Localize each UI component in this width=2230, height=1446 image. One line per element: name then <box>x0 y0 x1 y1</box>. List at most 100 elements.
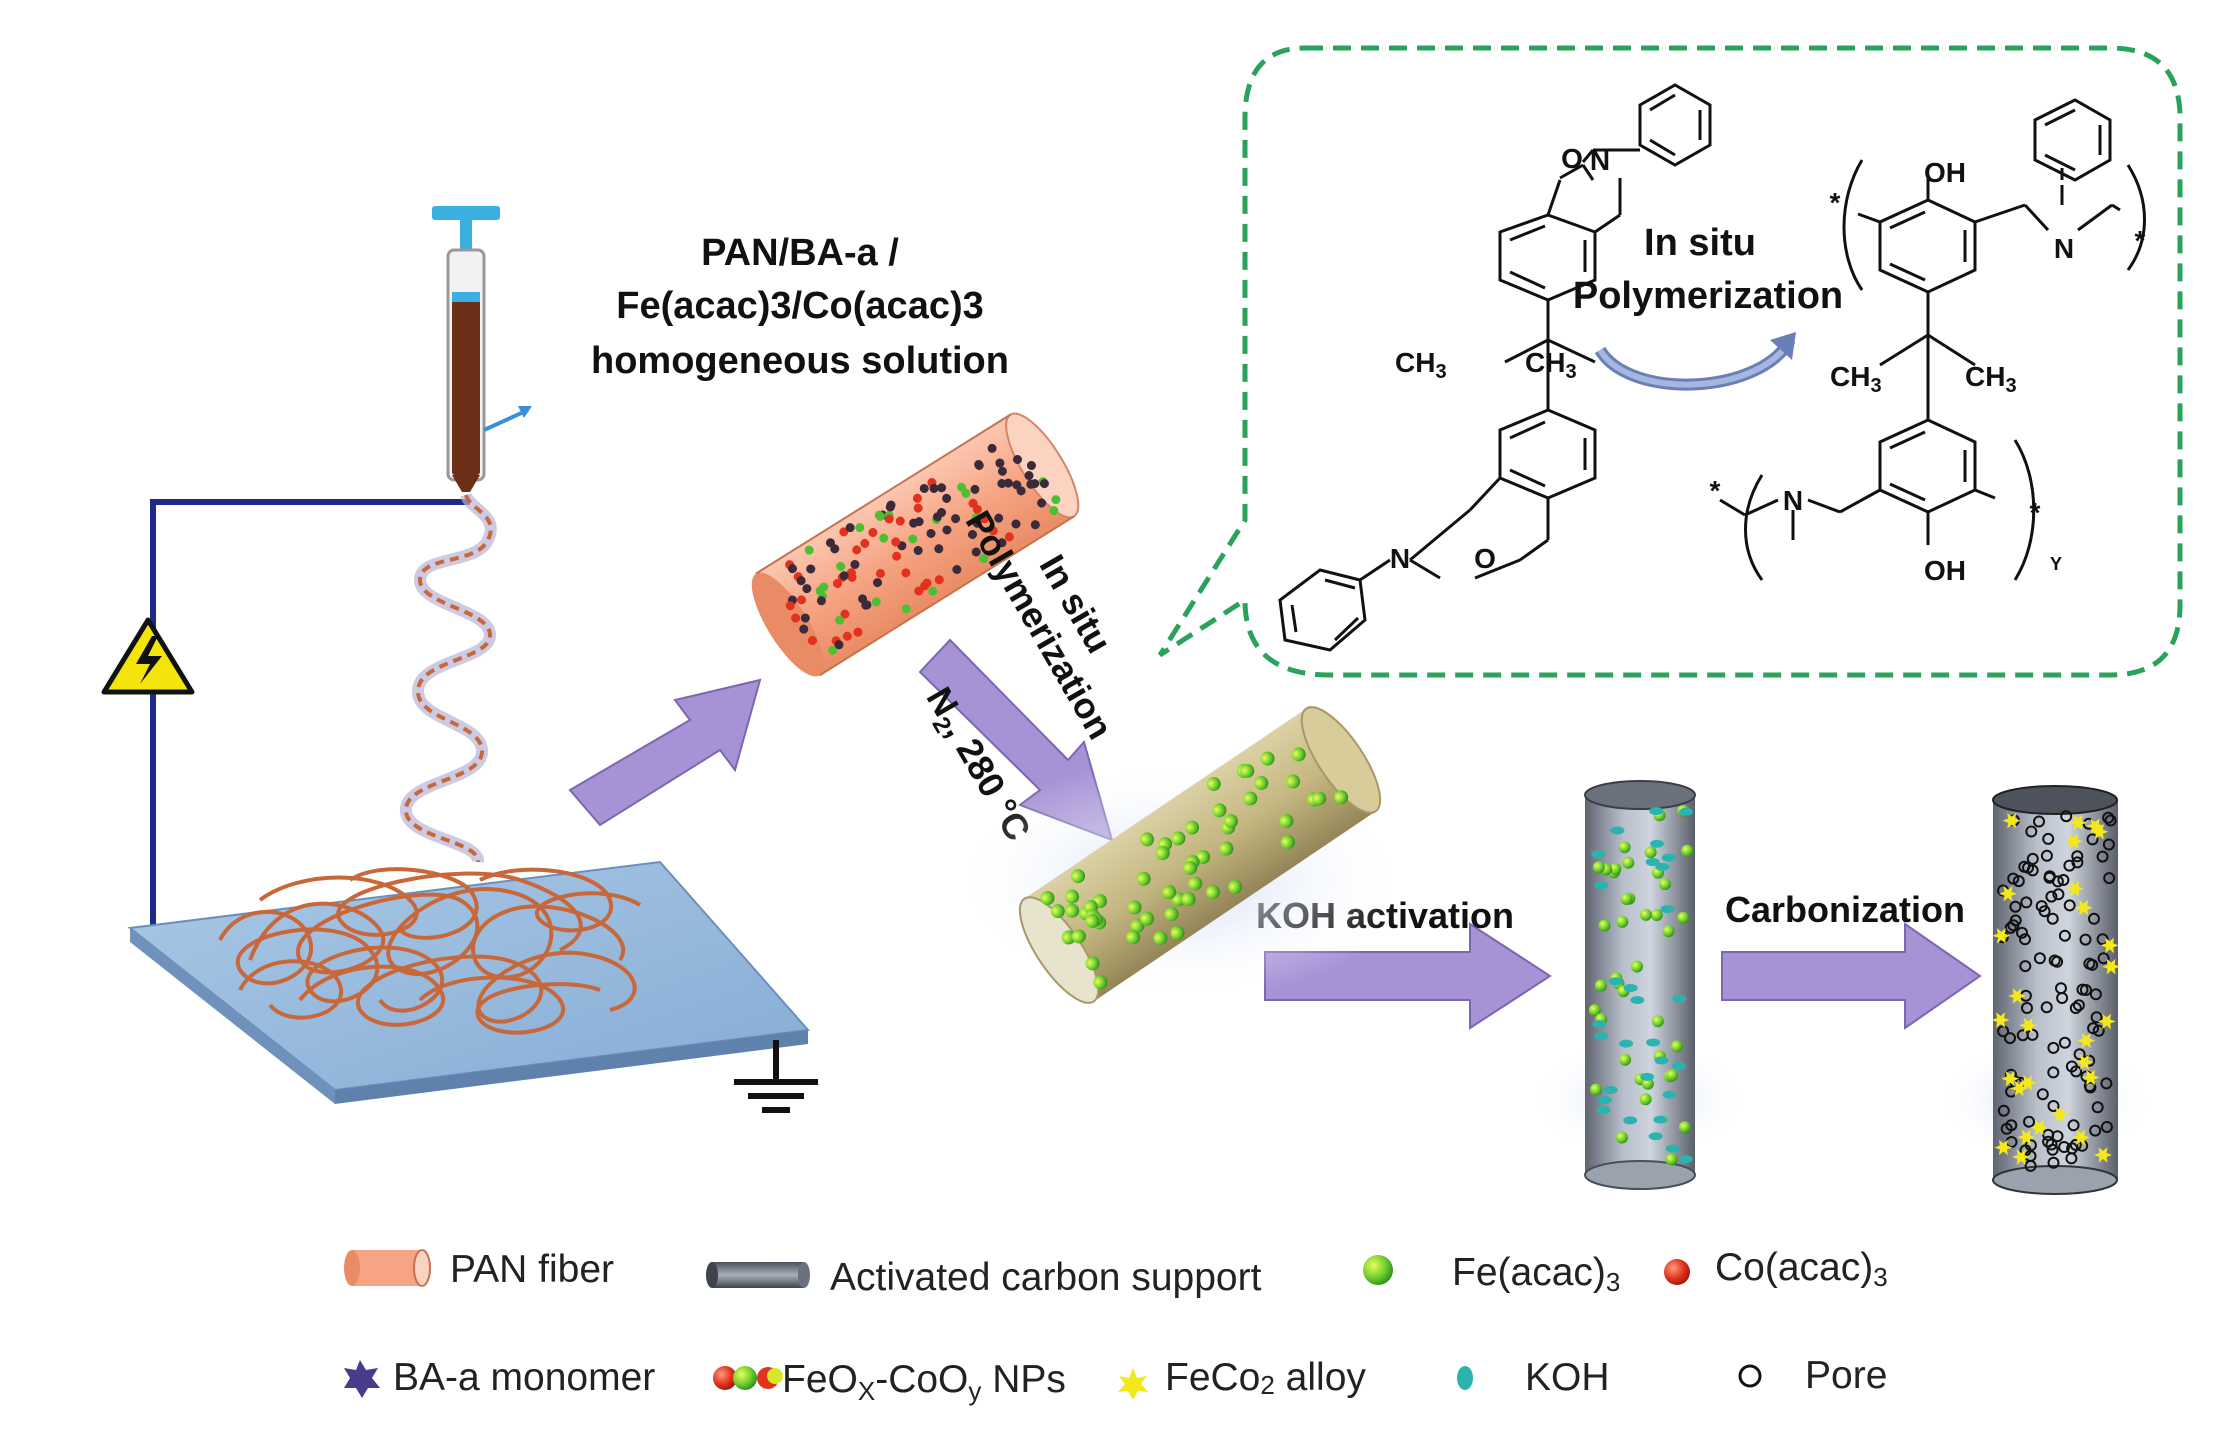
koh-particle <box>1665 1144 1680 1153</box>
polymerized-fiber-cylinder <box>1018 706 1382 1004</box>
fe-co-nanoparticle <box>1162 885 1177 900</box>
legend-pan-fiber-label: PAN fiber <box>450 1248 614 1291</box>
fe-co-nanoparticle <box>1312 791 1327 806</box>
fe-co-nanoparticle <box>1616 915 1629 928</box>
fe-co-nanoparticle <box>1619 1053 1632 1066</box>
fe-co-nanoparticle <box>1286 774 1301 789</box>
particle <box>797 595 807 605</box>
particle <box>951 514 961 524</box>
feco-alloy-particle <box>2001 1070 2020 1087</box>
star-bottom-left: * <box>1710 475 1721 506</box>
fe-co-nanoparticle <box>1183 860 1198 875</box>
legend-co-acac-label: Co(acac) <box>1715 1246 1873 1289</box>
svg-text:FeOX-CoOy NPs: FeOX-CoOy NPs <box>782 1358 1066 1406</box>
particle <box>920 581 930 591</box>
legend-ba-monomer-label: BA-a monomer <box>393 1356 655 1399</box>
feco-alloy-particle <box>2064 833 2083 850</box>
fe-co-nanoparticle <box>1670 1040 1683 1053</box>
fe-co-nanoparticle <box>1155 846 1170 861</box>
particle <box>830 544 840 554</box>
arrow-koh-activation <box>1264 922 1552 1030</box>
pore <box>2066 1142 2079 1155</box>
particle <box>997 479 1007 489</box>
particle <box>796 576 806 586</box>
feco-alloy-particle <box>2017 1129 2036 1146</box>
particle <box>961 488 971 498</box>
pore <box>2040 849 2053 862</box>
koh-particle <box>1661 853 1676 862</box>
fe-co-nanoparticle <box>1598 919 1611 932</box>
fe-co-nanoparticle <box>1171 831 1186 846</box>
pore <box>2058 1141 2071 1153</box>
koh-particle <box>1660 905 1675 914</box>
legend-pore-label: Pore <box>1805 1354 1887 1397</box>
feco-alloy-particle <box>2019 1017 2038 1034</box>
circuit-wire <box>150 499 470 930</box>
atom-o-top: O <box>1561 143 1583 174</box>
pore <box>2040 1001 2053 1014</box>
pore <box>2057 874 2070 886</box>
pore <box>2063 859 2076 872</box>
pore <box>2089 1124 2102 1137</box>
feco-alloy-particle <box>2094 1147 2112 1163</box>
ch3-right-b: CH <box>1965 361 2005 392</box>
legend-feco-alloy-label: FeCo <box>1165 1356 1260 1399</box>
particle <box>1051 495 1061 505</box>
polybenzoxazine-structure <box>1719 98 2146 581</box>
feco-alloy-particle <box>2065 880 2084 897</box>
fe-co-nanoparticle <box>1243 791 1258 806</box>
fe-co-nanoparticle <box>1681 844 1694 857</box>
pore <box>2052 888 2065 901</box>
pan-fiber-cylinder <box>751 412 1080 677</box>
fe-co-nanoparticle <box>1130 918 1145 933</box>
koh-particle <box>1646 1038 1661 1047</box>
particle <box>785 601 795 611</box>
particle <box>974 460 984 470</box>
particle <box>1026 479 1036 489</box>
fe-co-nanoparticle <box>1093 975 1108 990</box>
fe-co-nanoparticle <box>1618 841 1631 854</box>
particle <box>802 584 812 594</box>
pore <box>2079 933 2092 946</box>
fe-co-nanoparticle <box>1639 908 1652 921</box>
svg-text:CH3: CH3 <box>1525 347 1577 383</box>
pore <box>2004 921 2017 934</box>
particle <box>1037 498 1047 508</box>
pore <box>2060 810 2073 823</box>
koh-particle <box>1603 1086 1618 1094</box>
particle <box>804 545 814 555</box>
feco-alloy-particle <box>2012 1149 2031 1165</box>
pore <box>2089 988 2102 1001</box>
koh-particle <box>1653 1115 1668 1124</box>
pore <box>2045 1138 2058 1151</box>
particle <box>979 554 989 564</box>
pore <box>2058 1036 2071 1049</box>
inset-border <box>1157 45 2183 678</box>
koh-particle <box>1623 984 1638 992</box>
particle <box>816 596 826 606</box>
high-voltage-icon <box>101 617 195 695</box>
pore <box>2025 825 2038 838</box>
feco-alloy-particle <box>2100 937 2119 954</box>
pore <box>2022 861 2034 874</box>
fiber-mat <box>218 867 642 1035</box>
pore <box>2047 1156 2060 1169</box>
particle <box>846 568 856 578</box>
legend-activated-carbon-swatch <box>706 1262 810 1288</box>
particle <box>937 483 947 493</box>
fe-co-nanoparticle <box>1140 911 1155 926</box>
pore <box>2072 999 2085 1012</box>
particle <box>840 609 850 619</box>
pore <box>2100 1077 2113 1090</box>
pore <box>2048 954 2061 967</box>
feco-alloy-particle <box>2086 818 2105 834</box>
pore <box>2019 933 2031 946</box>
pore <box>2092 1024 2105 1037</box>
fe-co-nanoparticle <box>1219 841 1234 856</box>
fe-co-nanoparticle <box>1639 1093 1652 1106</box>
particle <box>942 525 952 535</box>
inset-reaction-line1: In situ <box>1644 222 1756 264</box>
koh-particle <box>1645 858 1660 866</box>
koh-particle <box>1648 1132 1663 1141</box>
particle <box>995 458 1005 468</box>
